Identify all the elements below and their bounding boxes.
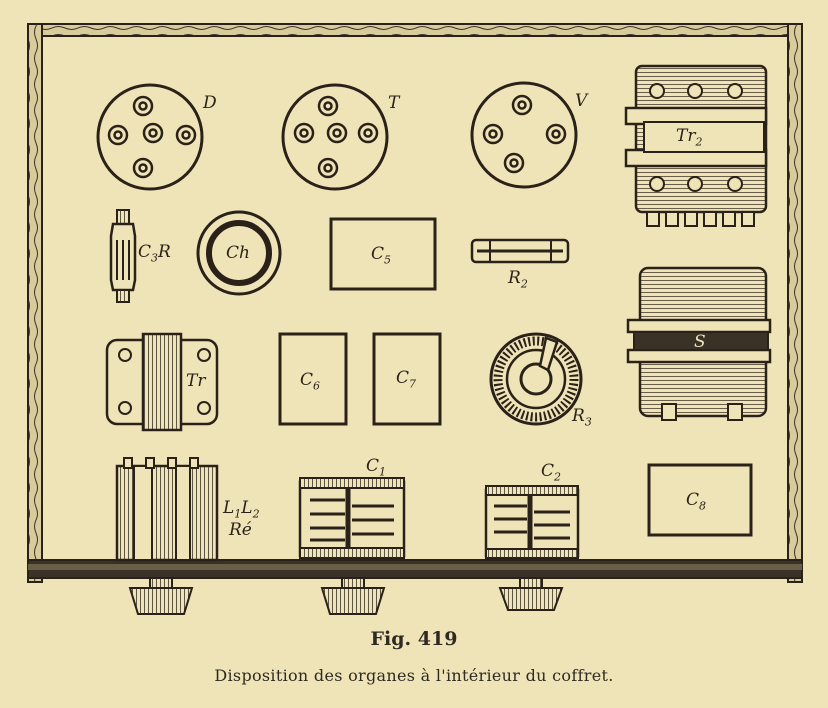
knob-middle — [320, 577, 386, 615]
label-tr2: Tr2 — [676, 126, 703, 149]
label-tr: Tr — [186, 371, 206, 391]
variable-capacitor-c1 — [298, 477, 406, 559]
label-c3r: C3R — [138, 242, 171, 265]
capacitor-c5 — [329, 217, 437, 291]
tube-socket-v — [470, 81, 578, 189]
figure-number: Fig. 419 — [370, 628, 458, 650]
cabinet-frame — [27, 23, 803, 583]
label-s: S — [694, 332, 706, 352]
transformer-s — [626, 266, 772, 421]
label-c8: C8 — [686, 490, 707, 513]
label-c1: C1 — [366, 456, 387, 479]
choke-ch — [196, 210, 282, 296]
knob-left — [128, 577, 194, 615]
label-r2: R2 — [508, 268, 528, 291]
label-c2: C2 — [541, 461, 562, 484]
resistor-r2 — [470, 238, 570, 264]
label-ch: Ch — [226, 243, 250, 263]
coil-l1-l2-re — [115, 457, 219, 562]
label-c6: C6 — [300, 370, 321, 393]
cabinet-layout-diagram — [27, 23, 803, 615]
component-c3r — [109, 209, 137, 303]
transformer-tr2 — [624, 64, 768, 227]
label-c7: C7 — [396, 368, 417, 391]
tube-socket-t — [281, 83, 389, 191]
label-re: Ré — [229, 520, 252, 540]
label-l1-l2: L1L2 — [223, 498, 260, 521]
label-d: D — [203, 93, 217, 113]
transformer-tr — [105, 332, 219, 432]
label-v: V — [575, 91, 588, 111]
label-t: T — [388, 93, 400, 113]
tube-socket-d — [96, 83, 204, 191]
knob-right — [498, 577, 564, 611]
potentiometer-r3 — [489, 332, 583, 426]
label-c5: C5 — [371, 244, 392, 267]
capacitor-c8 — [647, 463, 753, 537]
capacitor-c7 — [372, 332, 442, 426]
capacitor-c6 — [278, 332, 348, 426]
variable-capacitor-c2 — [484, 485, 580, 559]
label-r3: R3 — [572, 406, 592, 429]
figure-caption: Disposition des organes à l'intérieur du… — [214, 666, 614, 685]
